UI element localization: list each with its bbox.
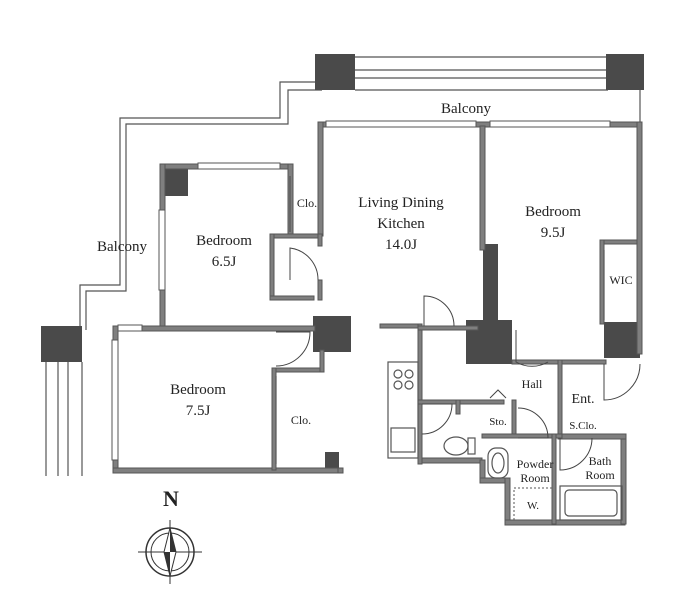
compass-icon: N	[138, 486, 202, 584]
closet-markers	[275, 176, 605, 464]
powder-sink	[487, 447, 509, 479]
label-living-line2: Kitchen	[377, 216, 425, 232]
washer-area	[513, 487, 553, 521]
label-clo-lower: Clo.	[291, 413, 311, 427]
label-clo-upper: Clo.	[297, 196, 317, 210]
label-ent: Ent.	[572, 392, 595, 407]
pillar-left	[41, 326, 82, 362]
label-bedroom-sw: Bedroom	[170, 382, 226, 398]
label-balcony-top: Balcony	[441, 101, 491, 117]
kitchen-counter	[387, 361, 419, 459]
toilet	[443, 436, 476, 456]
pillar-top-left	[315, 54, 355, 90]
label-wic: WIC	[609, 273, 632, 287]
pillar-wall-mid	[483, 244, 498, 344]
label-bedroom-nw: Bedroom	[196, 233, 252, 249]
label-bath-line1: Bath	[589, 454, 612, 468]
interior-walls	[269, 125, 638, 525]
pillar-ent	[604, 322, 640, 358]
label-living-line1: Living Dining	[358, 195, 444, 211]
pillar-center	[313, 316, 351, 352]
label-sclo: S.Clo.	[569, 420, 597, 432]
compass-label: N	[163, 486, 179, 511]
label-bedroom-ne: Bedroom	[525, 204, 581, 220]
label-bath-line2: Room	[585, 468, 615, 482]
label-powder-line2: Room	[520, 471, 550, 485]
bathtub	[559, 485, 623, 521]
label-washer: W.	[527, 500, 539, 512]
pillar-bottom	[325, 452, 339, 470]
doors	[275, 247, 641, 471]
label-living-size: 14.0J	[385, 237, 417, 253]
powder-basin	[491, 452, 505, 474]
label-balcony-left: Balcony	[97, 239, 147, 255]
exterior-walls	[112, 121, 643, 526]
pillar-top-right	[606, 54, 644, 90]
label-bedroom-nw-size: 6.5J	[212, 254, 237, 270]
label-bedroom-sw-size: 7.5J	[186, 403, 211, 419]
label-sto: Sto.	[489, 416, 507, 428]
balcony-railing	[45, 56, 641, 476]
windows	[111, 120, 611, 461]
label-powder-line1: Powder	[517, 457, 554, 471]
label-hall: Hall	[522, 377, 543, 391]
bathtub-inner	[564, 489, 618, 517]
label-bedroom-ne-size: 9.5J	[541, 225, 566, 241]
